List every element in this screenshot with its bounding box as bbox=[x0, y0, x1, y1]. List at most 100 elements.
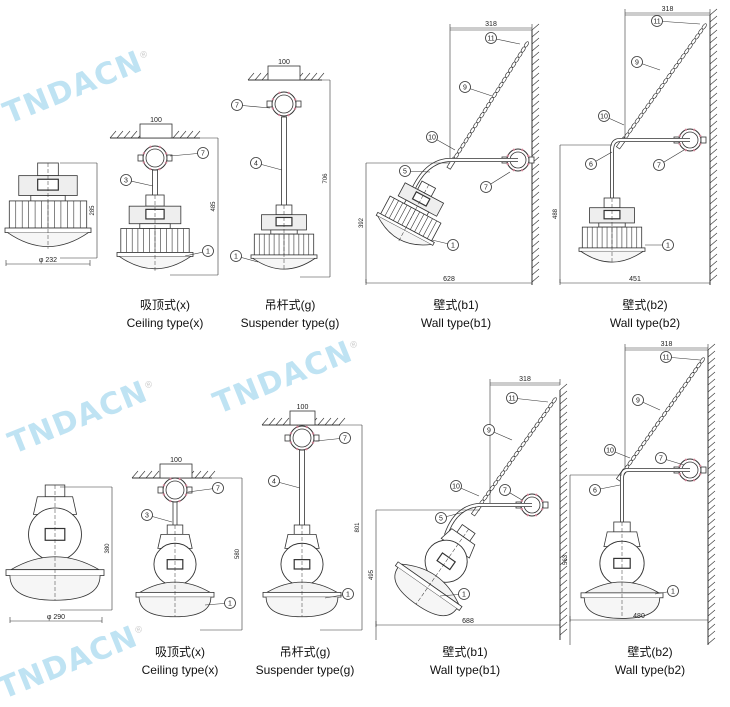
callout-circle bbox=[339, 432, 351, 444]
chain-link bbox=[644, 435, 650, 442]
bolt bbox=[305, 425, 308, 429]
hatch bbox=[709, 246, 718, 254]
dimension-label: 285 bbox=[90, 205, 96, 216]
junction-box-ring bbox=[145, 148, 165, 168]
bolt bbox=[164, 161, 168, 164]
chain-link bbox=[668, 401, 674, 408]
lamp-body bbox=[394, 524, 476, 616]
callout-number: 10 bbox=[600, 114, 608, 121]
callout-number: 10 bbox=[606, 448, 614, 455]
hatch bbox=[531, 233, 540, 241]
hatch bbox=[261, 72, 269, 81]
chain-link bbox=[517, 445, 523, 453]
hatch bbox=[707, 350, 716, 358]
caption-en: Wall type(b2) bbox=[614, 663, 686, 677]
bolt bbox=[693, 128, 696, 132]
bolt bbox=[693, 458, 696, 462]
hatch bbox=[531, 254, 540, 262]
chain-link bbox=[682, 381, 688, 388]
wall-arm-inner bbox=[444, 503, 532, 536]
hatch bbox=[559, 418, 568, 426]
bolt bbox=[698, 473, 702, 476]
chain-link bbox=[506, 460, 512, 467]
chain-link bbox=[658, 415, 664, 422]
hatch bbox=[707, 497, 716, 505]
callout-circle bbox=[589, 484, 601, 496]
callout-circle bbox=[120, 174, 132, 186]
hatch bbox=[193, 130, 201, 139]
caption-suspender-top: 吊杆式(g)Suspender type(g) bbox=[210, 296, 370, 332]
hatch bbox=[709, 232, 718, 240]
hatch bbox=[707, 343, 716, 351]
junction-box bbox=[266, 91, 302, 117]
hatch bbox=[709, 71, 718, 79]
bolt bbox=[678, 472, 682, 476]
hatch bbox=[709, 50, 718, 58]
bolt bbox=[692, 148, 696, 152]
gland bbox=[700, 136, 707, 144]
dimension-label: 563 bbox=[563, 554, 569, 565]
callout-number: 4 bbox=[272, 479, 276, 486]
hatch bbox=[709, 204, 718, 212]
hatch bbox=[707, 371, 716, 379]
caption-cn: 壁式(b1) bbox=[442, 645, 488, 659]
caption-cn: 吸顶式(x) bbox=[140, 298, 190, 312]
gland bbox=[313, 434, 320, 442]
suspension-rod bbox=[299, 449, 305, 531]
bolt bbox=[311, 432, 315, 435]
hatch bbox=[559, 446, 568, 454]
callout-circle bbox=[480, 181, 492, 193]
callout-circle bbox=[426, 131, 438, 143]
callout-circle bbox=[604, 444, 616, 456]
dimension-label: 801 bbox=[355, 522, 361, 533]
hatch bbox=[559, 453, 568, 461]
chain-link bbox=[665, 406, 671, 413]
mount-plate bbox=[159, 463, 193, 479]
hatch bbox=[208, 470, 216, 479]
hatch bbox=[559, 551, 568, 559]
bolt bbox=[289, 432, 293, 435]
lamp-body bbox=[262, 524, 342, 618]
hatch bbox=[531, 170, 540, 178]
junction-box-ring bbox=[165, 480, 185, 500]
bolt bbox=[684, 478, 687, 482]
hatch bbox=[709, 64, 718, 72]
callout-number: 3 bbox=[145, 513, 149, 520]
bolt bbox=[506, 154, 510, 157]
suspension-rod bbox=[152, 169, 158, 198]
bolt bbox=[678, 142, 682, 146]
chain-link bbox=[648, 430, 654, 437]
callout-circle bbox=[632, 394, 644, 406]
junction-box bbox=[284, 425, 320, 451]
bolt bbox=[149, 145, 152, 149]
hatch bbox=[559, 460, 568, 468]
fin bbox=[410, 211, 421, 230]
hatch bbox=[707, 595, 716, 603]
caption-cn: 壁式(b2) bbox=[627, 645, 673, 659]
hatch bbox=[531, 184, 540, 192]
caption-suspender-bottom: 吊杆式(g)Suspender type(g) bbox=[225, 643, 385, 679]
callout-circle bbox=[224, 597, 236, 609]
callout-circle bbox=[459, 81, 471, 93]
hatch bbox=[709, 155, 718, 163]
chain-link bbox=[463, 137, 469, 144]
hatch bbox=[559, 572, 568, 580]
hatch bbox=[559, 565, 568, 573]
bolt bbox=[678, 464, 682, 467]
chain-link bbox=[699, 357, 705, 364]
hatch bbox=[709, 183, 718, 191]
hatch bbox=[707, 399, 716, 407]
callout-circle bbox=[212, 482, 224, 494]
gland bbox=[542, 501, 549, 509]
chain-link bbox=[517, 51, 523, 58]
chain-link bbox=[544, 407, 550, 414]
hatch bbox=[559, 621, 568, 629]
hatch bbox=[707, 574, 716, 582]
callout-circle bbox=[667, 585, 679, 597]
hatch bbox=[130, 130, 138, 139]
callout-number: 1 bbox=[346, 592, 350, 599]
bolt bbox=[293, 98, 297, 101]
junction-box-body bbox=[271, 91, 297, 117]
bolt bbox=[512, 148, 516, 152]
callout-circle bbox=[653, 159, 665, 171]
